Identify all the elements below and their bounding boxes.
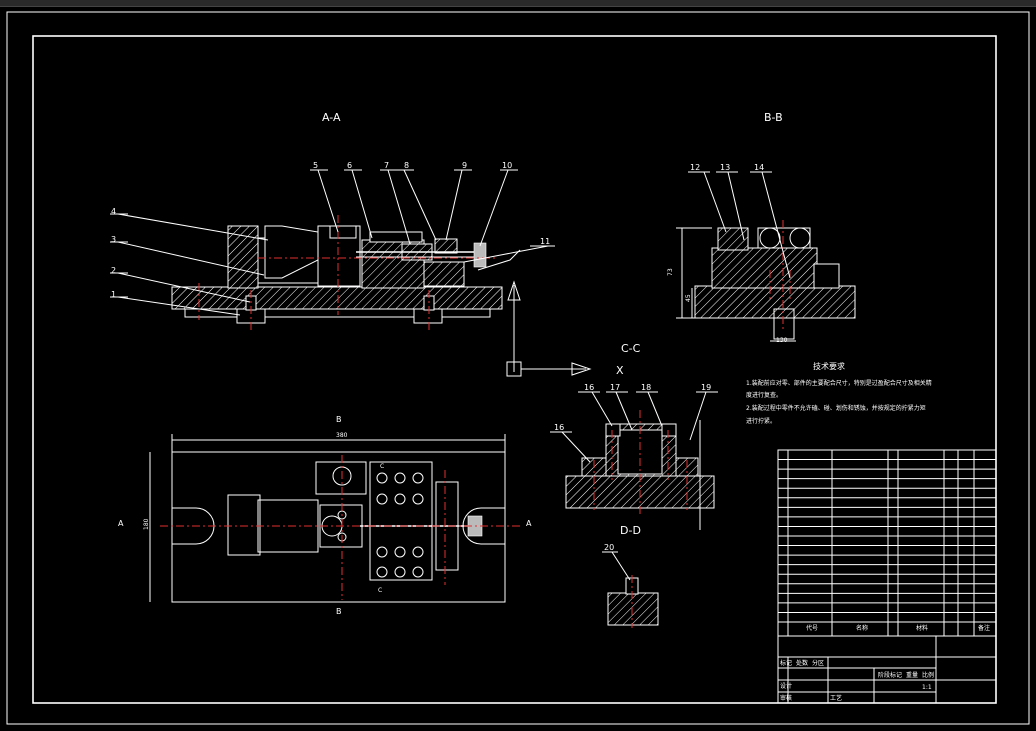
svg-text:重量: 重量 <box>906 671 918 679</box>
dd-block <box>607 592 659 626</box>
svg-text:12: 12 <box>690 163 700 172</box>
inner-frame <box>32 35 997 704</box>
screw-bottom <box>413 308 443 324</box>
knurled-knob-10 <box>473 242 487 268</box>
svg-text:17: 17 <box>610 383 620 392</box>
svg-text:10: 10 <box>502 161 512 170</box>
svg-text:13: 13 <box>720 163 730 172</box>
svg-text:8: 8 <box>404 161 409 170</box>
svg-text:C: C <box>380 463 384 470</box>
svg-text:B: B <box>336 415 342 424</box>
parts-table: 代号 名称 材料 备注 <box>777 449 997 637</box>
base-foot <box>184 308 491 318</box>
svg-text:3: 3 <box>111 235 116 244</box>
window-toolbar-strip <box>0 0 1036 7</box>
svg-text:B: B <box>336 607 342 616</box>
svg-text:进行拧紧。: 进行拧紧。 <box>746 417 776 425</box>
handle-11 <box>477 249 521 271</box>
tech-title: 技术要求 <box>813 361 845 371</box>
svg-text:14: 14 <box>754 163 764 172</box>
svg-text:2.装配过程中零件不允许磕、碰、划伤和锈蚀，并按规定的拧紧力: 2.装配过程中零件不允许磕、碰、划伤和锈蚀，并按规定的拧紧力矩 <box>746 404 926 412</box>
toolbar-segment[interactable] <box>750 0 1036 6</box>
svg-text:19: 19 <box>701 383 711 392</box>
svg-text:度进行复查。: 度进行复查。 <box>746 391 782 399</box>
svg-text:分区: 分区 <box>812 659 824 667</box>
svg-text:6: 6 <box>347 161 352 170</box>
svg-text:处数: 处数 <box>796 659 808 667</box>
svg-text:45: 45 <box>685 294 692 302</box>
section-aa-title: A-A <box>322 111 341 124</box>
svg-text:1: 1 <box>111 290 116 299</box>
section-dd-view: D-D 20 <box>602 524 659 628</box>
svg-text:5: 5 <box>313 161 318 170</box>
svg-text:设计: 设计 <box>780 682 792 690</box>
svg-text:A: A <box>118 519 124 528</box>
svg-text:16: 16 <box>554 423 564 432</box>
svg-text:2: 2 <box>111 266 116 275</box>
svg-text:名称: 名称 <box>856 624 868 632</box>
cc-cross-mark: X <box>616 364 624 377</box>
section-cc-view: C-C X 16 17 18 19 16 <box>550 342 718 530</box>
svg-text:130: 130 <box>776 337 788 344</box>
section-aa-view: A-A <box>110 111 592 377</box>
svg-text:比例: 比例 <box>922 671 934 679</box>
bb-body <box>711 247 818 289</box>
svg-text:4: 4 <box>111 207 116 216</box>
technical-requirements: 技术要求 1.装配前应对零、部件的主要配合尺寸，特别是过盈配合尺寸及相关精 度进… <box>746 361 932 425</box>
bb-clamp <box>757 227 811 249</box>
svg-text:代号: 代号 <box>806 624 818 632</box>
svg-text:180: 180 <box>143 518 150 530</box>
svg-text:标记: 标记 <box>780 659 792 667</box>
section-dd-title: D-D <box>620 524 641 537</box>
svg-text:380: 380 <box>336 432 348 439</box>
svg-text:11: 11 <box>540 237 550 246</box>
guide-top <box>369 231 423 243</box>
bb-base <box>694 285 856 319</box>
svg-text:9: 9 <box>462 161 467 170</box>
plan-base-outline <box>171 451 506 603</box>
svg-text:73: 73 <box>667 268 674 276</box>
clamp-cap <box>329 225 357 239</box>
section-bb-view: B-B 73 45 130 12 13 14 <box>667 111 856 344</box>
svg-text:阶段标记: 阶段标记 <box>878 671 902 679</box>
plan-plate <box>369 461 433 581</box>
svg-text:材料: 材料 <box>916 624 928 632</box>
title-block: 标记 处数 分区 设计 审核 工艺 阶段标记 重量 比例 1:1 <box>777 635 997 704</box>
section-bb-title: B-B <box>764 111 783 124</box>
svg-text:7: 7 <box>384 161 389 170</box>
support-block <box>423 261 465 287</box>
svg-text:1.装配前应对零、部件的主要配合尺寸，特别是过盈配合尺寸及相: 1.装配前应对零、部件的主要配合尺寸，特别是过盈配合尺寸及相关精 <box>746 379 932 387</box>
plan-view: 380 180 A A B B C C <box>118 415 532 616</box>
base-plate <box>171 286 503 310</box>
outer-frame <box>6 11 1030 725</box>
svg-text:20: 20 <box>604 543 614 552</box>
clamp-9 <box>434 238 458 254</box>
left-stop-block <box>227 225 259 289</box>
svg-text:备注: 备注 <box>978 624 990 632</box>
section-cc-title: C-C <box>621 342 641 355</box>
svg-text:审核: 审核 <box>780 694 792 702</box>
svg-text:C: C <box>378 587 382 594</box>
svg-text:18: 18 <box>641 383 651 392</box>
svg-text:工艺: 工艺 <box>830 694 842 702</box>
svg-text:1:1: 1:1 <box>922 684 932 691</box>
svg-text:A: A <box>526 519 532 528</box>
svg-text:16: 16 <box>584 383 594 392</box>
